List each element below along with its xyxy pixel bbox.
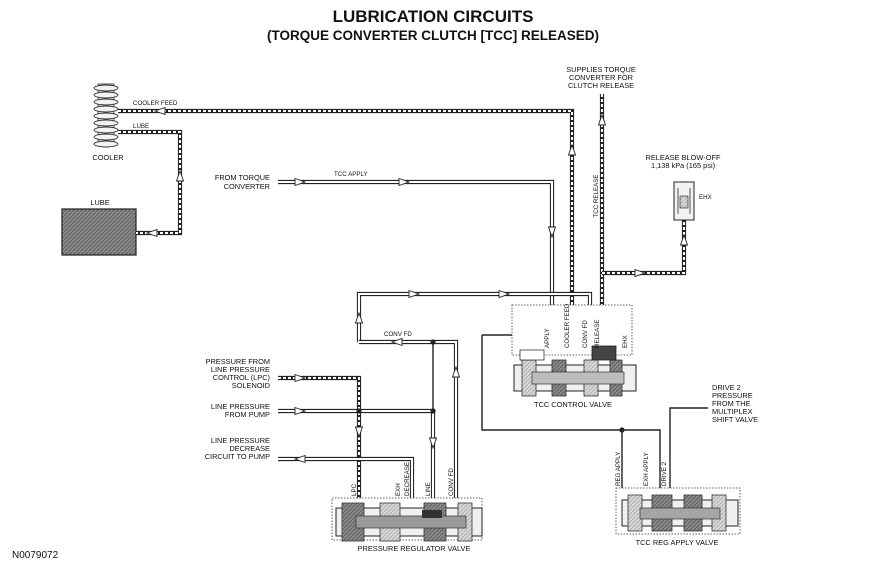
decrease-label-3: CIRCUIT TO PUMP	[205, 452, 270, 461]
tcc-reg-apply-valve	[615, 487, 741, 535]
junction-dots	[356, 339, 625, 433]
drive2-label-5: SHIFT VALVE	[712, 415, 758, 424]
decrease-label-2: DECREASE	[229, 444, 270, 453]
from-torque-converter-label-2: CONVERTER	[224, 182, 270, 191]
reg-apply-port-label: REG APPLY	[615, 452, 622, 486]
lpc-label-4: SOLENOID	[232, 381, 270, 390]
flow-arrows	[145, 106, 689, 464]
lpc-pressure-line	[278, 375, 362, 503]
port-exh-label: EHX	[622, 335, 629, 348]
pressure-regulator-valve-label: PRESSURE REGULATOR VALVE	[358, 544, 471, 553]
supplies-label-1: SUPPLIES TORQUE	[566, 65, 636, 74]
port-conv-fd-label: CONV FD	[582, 320, 589, 348]
port-cooler-feed-label: COOLER FEED	[564, 303, 571, 348]
blowoff-branch-line	[602, 220, 687, 276]
tcc-apply-label: TCC APPLY	[334, 171, 368, 178]
tcc-release-label: TCC RELEASE	[593, 175, 600, 218]
lube-line	[118, 129, 183, 236]
pump-label-1: LINE PRESSURE	[211, 402, 270, 411]
prv-lpc-label: LPC	[351, 483, 358, 496]
supplies-label-2: CONVERTER FOR	[569, 73, 633, 82]
reg-exh-apply-port-label: EXH APPLY	[643, 452, 650, 486]
lube-box-label: LUBE	[90, 198, 109, 207]
cooler-icon	[93, 83, 119, 148]
control-to-reg-apply-link	[481, 335, 661, 488]
prv-exh-label: EXH	[395, 483, 402, 496]
drive2-label-4: MULTIPLEX	[712, 407, 753, 416]
lpc-label-1: PRESSURE FROM	[206, 357, 270, 366]
drive2-label-3: FROM THE	[712, 399, 751, 408]
lpc-label-2: LINE PRESSURE	[211, 365, 270, 374]
decrease-circuit-line	[278, 456, 415, 503]
port-release-label: RELEASE	[594, 319, 601, 348]
drive2-line	[669, 407, 708, 488]
reg-drive2-port-label: DRIVE 2	[661, 461, 668, 486]
figure-id: N0079072	[12, 550, 59, 561]
prv-decrease-label: DECREASE	[404, 462, 411, 496]
conv-fd-label: CONV FD	[384, 331, 412, 338]
tcc-control-valve-label: TCC CONTROL VALVE	[534, 400, 612, 409]
decrease-label-1: LINE PRESSURE	[211, 436, 270, 445]
tcc-control-valve	[511, 304, 637, 397]
pump-label-2: FROM PUMP	[225, 410, 270, 419]
drive2-label-1: DRIVE 2	[712, 383, 741, 392]
tcc-apply-line	[278, 179, 555, 305]
blowoff-label-2: 1,138 kPa (165 psi)	[651, 161, 715, 170]
blowoff-label-1: RELEASE BLOW-OFF	[645, 153, 721, 162]
lpc-label-3: CONTROL (LPC)	[213, 373, 270, 382]
from-torque-converter-label-1: FROM TORQUE	[215, 173, 270, 182]
blowoff-valve-icon	[673, 181, 695, 221]
drive2-label-2: PRESSURE	[712, 391, 753, 400]
prv-line-label: LINE	[425, 482, 432, 496]
blowoff-exh-label: EHX	[699, 194, 712, 201]
port-apply-label: APPLY	[544, 329, 551, 349]
tcc-reg-apply-valve-label: TCC REG APPLY VALVE	[636, 538, 719, 547]
pressure-regulator-valve	[331, 497, 483, 542]
supplies-label-3: CLUTCH RELEASE	[568, 81, 634, 90]
cooler-label: COOLER	[92, 153, 123, 162]
prv-conv-fd-label: CONV FD	[448, 468, 455, 496]
cooler-feed-line	[118, 108, 575, 305]
diagram-subtitle: (TORQUE CONVERTER CLUTCH [TCC] RELEASED)	[267, 28, 599, 43]
cooler-feed-label: COOLER FEED	[133, 100, 178, 107]
diagram-title: LUBRICATION CIRCUITS	[333, 7, 534, 26]
lube-line-label: LUBE	[133, 123, 149, 130]
lube-reservoir	[61, 208, 137, 256]
